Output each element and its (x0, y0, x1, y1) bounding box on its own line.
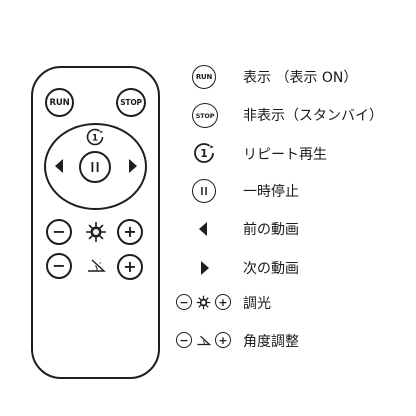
next-button-icon[interactable] (129, 159, 137, 173)
prev-button-icon[interactable] (55, 159, 63, 173)
legend-pause-text: 一時停止 (243, 184, 299, 200)
legend-plus: + (218, 295, 228, 309)
minus-label: − (52, 256, 66, 275)
run-button[interactable]: RUN (45, 88, 74, 117)
plus-label: + (123, 222, 137, 241)
legend-run-text: 表示 （表示 ON） (243, 70, 358, 86)
angle-icon: ° (88, 259, 106, 272)
pause-button[interactable] (79, 151, 111, 183)
repeat-button-icon[interactable]: 1 (85, 127, 105, 147)
repeat-number: 1 (92, 134, 98, 144)
legend-next-icon (201, 261, 209, 275)
legend-repeat-text: リピート再生 (243, 147, 327, 163)
legend-stop-label: STOP (195, 111, 215, 120)
legend-repeat-number: 1 (200, 147, 208, 160)
legend-next-text: 次の動画 (243, 261, 299, 277)
legend-pause-glyph (201, 187, 207, 195)
legend-angle-plus-icon: + (215, 332, 231, 348)
legend-angle-text: 角度調整 (243, 334, 299, 350)
legend-dimmer-text: 調光 (243, 296, 271, 312)
legend-prev-text: 前の動画 (243, 222, 299, 238)
legend-angle-icon (197, 335, 211, 346)
angle-minus-button[interactable]: − (46, 253, 72, 279)
dimmer-minus-button[interactable]: − (46, 219, 72, 245)
legend-repeat-icon: 1 (194, 143, 214, 163)
minus-label: − (52, 222, 66, 241)
legend-run-label: RUN (195, 73, 213, 81)
legend-dimmer-minus-icon: − (176, 294, 192, 310)
stop-button-label: STOP (120, 98, 142, 107)
pause-icon (91, 162, 99, 172)
svg-text:°: ° (99, 262, 102, 268)
legend-minus: − (179, 333, 189, 347)
dimmer-plus-button[interactable]: + (117, 219, 143, 245)
legend-prev-icon (199, 222, 207, 236)
legend-stop-icon: STOP (192, 103, 218, 128)
angle-plus-button[interactable]: + (117, 254, 143, 280)
brightness-icon (86, 222, 106, 242)
remote-control (31, 66, 160, 379)
plus-label: + (123, 257, 137, 276)
legend-dimmer-plus-icon: + (215, 294, 231, 310)
legend-minus: − (179, 295, 189, 309)
stop-button[interactable]: STOP (116, 88, 146, 117)
run-button-label: RUN (49, 97, 70, 108)
dpad-ring (44, 123, 147, 210)
legend-brightness-icon (196, 295, 211, 310)
legend-plus: + (218, 333, 228, 347)
legend-pause-icon (192, 179, 216, 203)
legend-stop-text: 非表示（スタンバイ） (243, 108, 383, 124)
legend-run-icon: RUN (192, 65, 216, 89)
legend-angle-minus-icon: − (176, 332, 192, 348)
